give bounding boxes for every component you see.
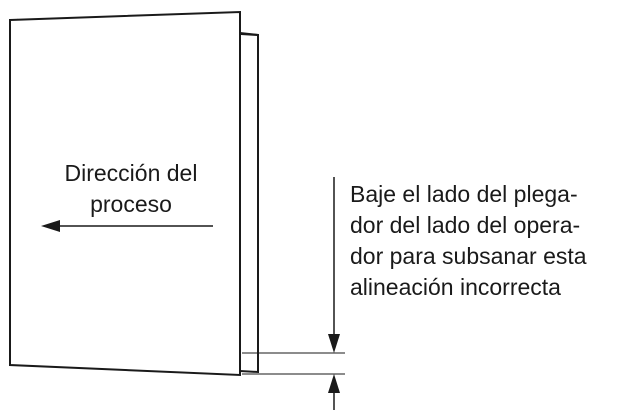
back-sheet-right-edge bbox=[239, 32, 259, 36]
direction-label-line2: proceso bbox=[90, 191, 172, 217]
instruction-line2: dor del lado del opera- bbox=[350, 212, 580, 238]
dimension-arrowhead-up-icon bbox=[328, 374, 340, 393]
front-sheet bbox=[9, 10, 241, 377]
instruction-line3: dor para subsanar esta bbox=[350, 243, 587, 269]
direction-arrowhead-icon bbox=[41, 220, 60, 232]
instruction-line1: Baje el lado del plega- bbox=[350, 181, 578, 207]
instruction-line4: alineación incorrecta bbox=[350, 274, 561, 300]
direction-label-line1: Dirección del bbox=[65, 160, 198, 186]
dimension-arrowhead-down-icon bbox=[328, 334, 340, 353]
